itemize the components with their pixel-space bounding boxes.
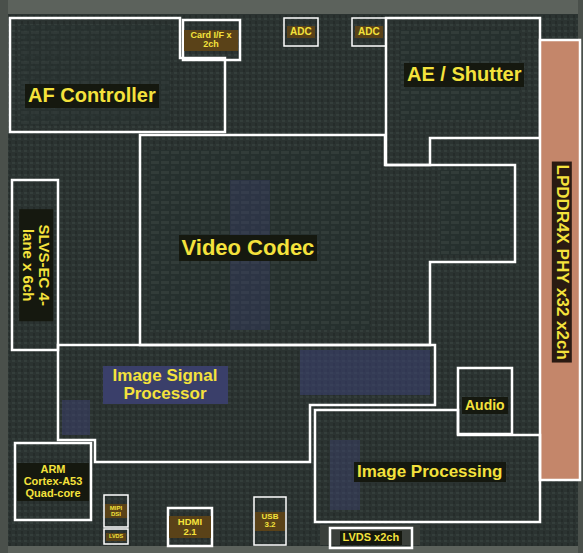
region-border: [284, 18, 318, 46]
region-label: ARM Cortex-A53 Quad-core: [17, 463, 89, 501]
die-region: Audio: [458, 368, 512, 434]
region-label: AF Controller: [25, 84, 159, 108]
region-border: [386, 18, 540, 165]
region-border: [15, 443, 91, 520]
die-region: AE / Shutter: [386, 18, 540, 165]
region-border: [540, 40, 580, 480]
region-border: [254, 497, 286, 545]
region-label: Image Processing: [354, 462, 506, 482]
region-label: USB 3.2: [255, 512, 285, 531]
region-label: SLVS-EC 4-lane x 6ch: [19, 209, 53, 321]
region-border: [315, 410, 540, 522]
region-border: [12, 180, 58, 350]
region-border: [104, 529, 128, 544]
region-label: HDMI 2.1: [169, 516, 211, 539]
region-border: [183, 20, 240, 60]
region-border: [58, 345, 435, 462]
region-border: [140, 135, 515, 345]
die-region: MIPI DSI: [104, 495, 128, 527]
die-region: Video Codec: [140, 135, 515, 345]
die-region: Card I/F x 2ch: [183, 20, 240, 60]
region-border: [330, 528, 412, 548]
region-label: LPDDR4X PHY x32 x2ch: [551, 162, 571, 363]
die-region: LPDDR4X PHY x32 x2ch: [540, 40, 580, 480]
die-region: ADC: [352, 18, 386, 46]
region-label: MIPI DSI: [105, 504, 127, 519]
region-label: Video Codec: [179, 235, 318, 261]
die-region: HDMI 2.1: [168, 508, 212, 546]
region-label: Audio: [462, 397, 508, 414]
region-border: [352, 18, 386, 46]
die-region: Image Processing: [315, 410, 540, 522]
region-label: Card I/F x 2ch: [184, 30, 238, 51]
region-label: Image Signal Processor: [103, 366, 228, 405]
die-region: USB 3.2: [254, 497, 286, 545]
die-region: ADC: [284, 18, 318, 46]
region-border: [168, 508, 212, 546]
region-border: [458, 368, 512, 434]
region-label: AE / Shutter: [404, 63, 524, 87]
region-label: ADC: [287, 26, 315, 39]
region-border: [104, 495, 128, 527]
region-label: LVDS x2ch: [340, 531, 403, 545]
region-outline: [386, 18, 540, 165]
die-region: LVDS x2ch: [330, 528, 412, 548]
die-region: SLVS-EC 4-lane x 6ch: [12, 180, 58, 350]
region-label: LVDS: [106, 533, 126, 541]
die-region: ARM Cortex-A53 Quad-core: [15, 443, 91, 520]
die-region: LVDS: [104, 529, 128, 544]
die-region: Image Signal Processor: [58, 345, 435, 462]
region-label: ADC: [355, 26, 383, 39]
